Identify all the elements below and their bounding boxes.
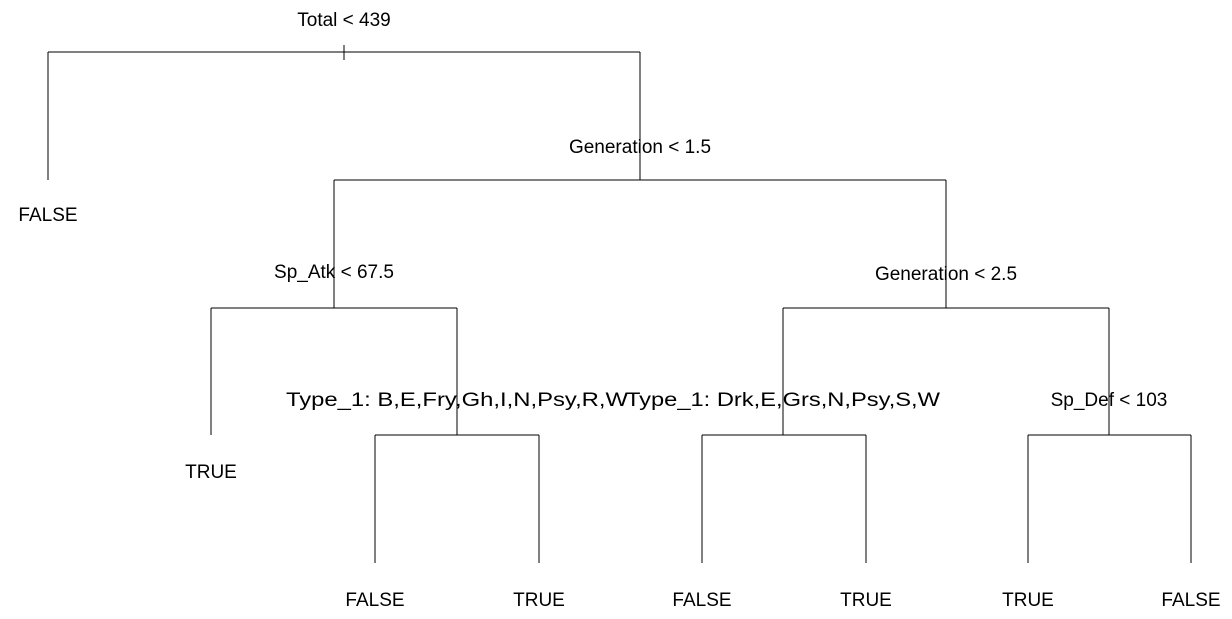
leaf-label-7: TRUE — [1002, 590, 1054, 611]
split-label-type1-left: Type_1: B,E,Fry,Gh,I,N,Psy,R,W — [286, 390, 628, 411]
split-label-sp-atk: Sp_Atk < 67.5 — [274, 262, 394, 283]
node-generation-2: Generation < 2.5 — [782, 264, 1110, 435]
leaf-label-3: FALSE — [345, 590, 404, 611]
leaf-label-6: TRUE — [840, 590, 892, 611]
node-sp-def: Sp_Def < 103 — [1027, 390, 1192, 563]
node-type1-left: Type_1: B,E,Fry,Gh,I,N,Psy,R,W — [286, 390, 628, 563]
node-sp-atk: Sp_Atk < 67.5 — [210, 262, 458, 435]
leaf-label-2: TRUE — [185, 462, 237, 483]
leaf-label-4: TRUE — [513, 590, 565, 611]
split-label-generation-2: Generation < 2.5 — [875, 264, 1017, 285]
split-label-sp-def: Sp_Def < 103 — [1051, 390, 1168, 411]
leaf-label-8: FALSE — [1161, 590, 1220, 611]
split-label-root: Total < 439 — [297, 10, 391, 31]
node-type1-right: Type_1: Drk,E,Grs,N,Psy,S,W — [626, 390, 940, 563]
split-label-generation-1: Generation < 1.5 — [569, 137, 711, 158]
node-root: Total < 439 — [47, 10, 641, 180]
leaf-label-1: FALSE — [18, 205, 77, 226]
node-generation-1: Generation < 1.5 — [333, 137, 947, 308]
split-label-type1-right: Type_1: Drk,E,Grs,N,Psy,S,W — [626, 390, 940, 411]
leaf-label-5: FALSE — [672, 590, 731, 611]
